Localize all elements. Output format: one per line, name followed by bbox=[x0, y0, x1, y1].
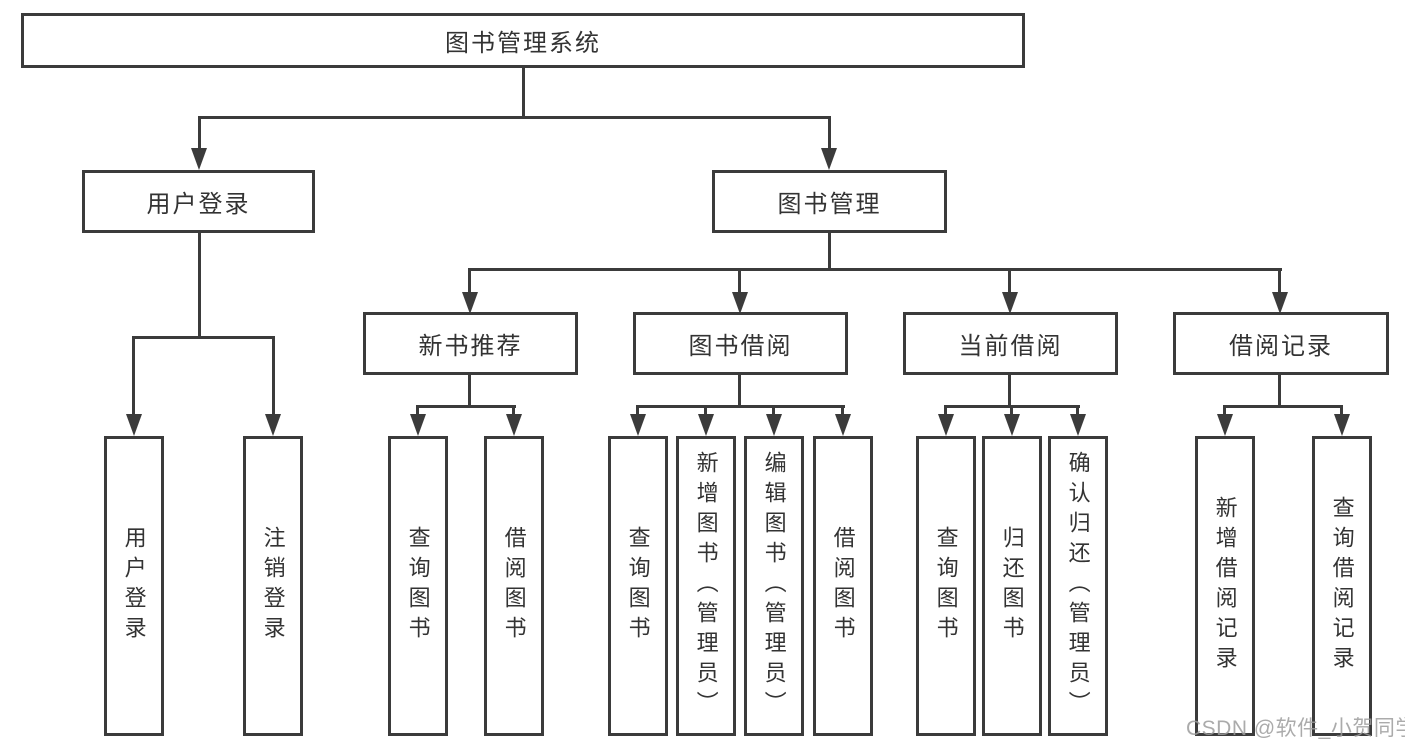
connector-line bbox=[1010, 405, 1013, 419]
connector-line bbox=[198, 116, 201, 150]
connector-line bbox=[1008, 268, 1011, 296]
node-leaf-query-book-1: 查询图书 bbox=[388, 436, 448, 736]
node-label: 图书管理系统 bbox=[445, 30, 601, 57]
connector-line bbox=[1223, 405, 1226, 419]
connector-line bbox=[416, 405, 516, 408]
node-leaf-edit-book-admin: 编辑图书（管理员） bbox=[744, 436, 804, 736]
node-label: 借阅记录 bbox=[1229, 333, 1333, 360]
connector-line bbox=[828, 233, 831, 271]
node-label: 新增图书（管理员） bbox=[693, 451, 719, 721]
node-leaf-logout: 注销登录 bbox=[243, 436, 303, 736]
node-label: 查询图书 bbox=[933, 526, 959, 646]
connector-line bbox=[772, 405, 775, 419]
connector-line bbox=[1340, 405, 1343, 419]
arrow-down-icon bbox=[630, 414, 646, 436]
arrow-down-icon bbox=[835, 414, 851, 436]
node-leaf-query-book-2: 查询图书 bbox=[608, 436, 668, 736]
node-label: 注销登录 bbox=[260, 526, 286, 646]
node-label: 查询借阅记录 bbox=[1329, 496, 1355, 676]
connector-line bbox=[704, 405, 707, 419]
node-library-system: 图书管理系统 bbox=[21, 13, 1025, 68]
connector-line bbox=[828, 116, 831, 150]
node-label: 归还图书 bbox=[999, 526, 1025, 646]
connector-line bbox=[1076, 405, 1079, 419]
node-leaf-query-book-3: 查询图书 bbox=[916, 436, 976, 736]
arrow-down-icon bbox=[410, 414, 426, 436]
arrow-down-icon bbox=[1334, 414, 1350, 436]
node-label: 编辑图书（管理员） bbox=[761, 451, 787, 721]
node-leaf-return-book: 归还图书 bbox=[982, 436, 1042, 736]
node-leaf-borrow-book-2: 借阅图书 bbox=[813, 436, 873, 736]
connector-line bbox=[468, 268, 1282, 271]
node-label: 新增借阅记录 bbox=[1212, 496, 1238, 676]
connector-line bbox=[841, 405, 844, 419]
arrow-down-icon bbox=[698, 414, 714, 436]
node-label: 图书借阅 bbox=[688, 333, 793, 360]
arrow-down-icon bbox=[191, 148, 207, 170]
connector-line bbox=[636, 405, 845, 408]
node-label: 用户登录 bbox=[121, 526, 147, 646]
watermark-text: CSDN @软件_小贺同学 bbox=[1186, 717, 1405, 740]
arrow-down-icon bbox=[462, 292, 478, 314]
node-label: 查询图书 bbox=[405, 526, 431, 646]
node-label: 当前借阅 bbox=[958, 333, 1063, 360]
connector-line bbox=[198, 116, 831, 119]
node-book-management: 图书管理 bbox=[712, 170, 947, 233]
arrow-down-icon bbox=[126, 414, 142, 436]
connector-line bbox=[198, 233, 201, 339]
connector-line bbox=[738, 268, 741, 296]
arrow-down-icon bbox=[1002, 292, 1018, 314]
node-label: 查询图书 bbox=[625, 526, 651, 646]
node-leaf-confirm-return-admin: 确认归还（管理员） bbox=[1048, 436, 1108, 736]
node-current-borrow: 当前借阅 bbox=[903, 312, 1118, 375]
node-new-book-recommend: 新书推荐 bbox=[363, 312, 578, 375]
connector-line bbox=[468, 375, 471, 408]
connector-line bbox=[132, 336, 135, 416]
connector-line bbox=[416, 405, 419, 419]
arrow-down-icon bbox=[1070, 414, 1086, 436]
node-user-login: 用户登录 bbox=[82, 170, 315, 233]
node-label: 借阅图书 bbox=[830, 526, 856, 646]
node-leaf-borrow-book-1: 借阅图书 bbox=[484, 436, 544, 736]
arrow-down-icon bbox=[265, 414, 281, 436]
connector-line bbox=[1223, 405, 1343, 408]
connector-line bbox=[1008, 375, 1011, 408]
node-leaf-add-borrow-record: 新增借阅记录 bbox=[1195, 436, 1255, 736]
node-leaf-query-borrow-record: 查询借阅记录 bbox=[1312, 436, 1372, 736]
connector-line bbox=[272, 336, 275, 416]
connector-line bbox=[522, 68, 525, 119]
arrow-down-icon bbox=[1272, 292, 1288, 314]
node-label: 确认归还（管理员） bbox=[1065, 451, 1091, 721]
arrow-down-icon bbox=[938, 414, 954, 436]
arrow-down-icon bbox=[506, 414, 522, 436]
node-label: 借阅图书 bbox=[501, 526, 527, 646]
node-leaf-user-login: 用户登录 bbox=[104, 436, 164, 736]
connector-line bbox=[636, 405, 639, 419]
node-book-borrow: 图书借阅 bbox=[633, 312, 848, 375]
arrow-down-icon bbox=[766, 414, 782, 436]
arrow-down-icon bbox=[1217, 414, 1233, 436]
connector-line bbox=[944, 405, 947, 419]
connector-line bbox=[132, 336, 275, 339]
node-borrow-record: 借阅记录 bbox=[1173, 312, 1389, 375]
node-label: 用户登录 bbox=[146, 191, 251, 218]
connector-line bbox=[512, 405, 515, 419]
node-label: 图书管理 bbox=[777, 191, 882, 218]
arrow-down-icon bbox=[1004, 414, 1020, 436]
arrow-down-icon bbox=[732, 292, 748, 314]
connector-line bbox=[468, 268, 471, 296]
arrow-down-icon bbox=[821, 148, 837, 170]
node-leaf-add-book-admin: 新增图书（管理员） bbox=[676, 436, 736, 736]
connector-line bbox=[738, 375, 741, 408]
node-label: 新书推荐 bbox=[418, 333, 523, 360]
connector-line bbox=[1278, 268, 1281, 296]
connector-line bbox=[1278, 375, 1281, 408]
